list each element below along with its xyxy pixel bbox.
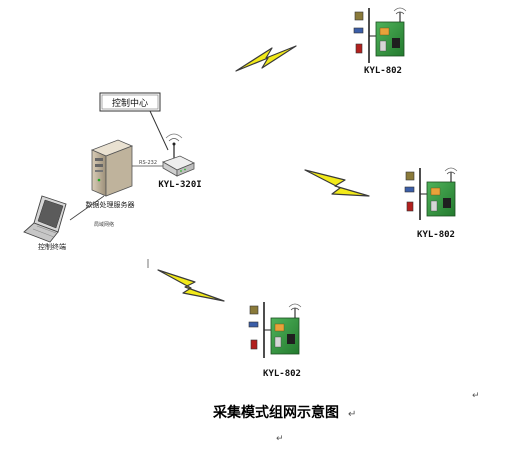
return-mark-bottom: ↵ — [276, 434, 284, 444]
node-label-top: KYL-802 — [364, 66, 402, 76]
control-center-callout: 控制中心 — [99, 92, 169, 151]
collector-node-bottom — [248, 302, 302, 358]
server-label: 数据处理服务器 — [86, 200, 135, 209]
terminal-label: 控制终端 — [38, 242, 66, 251]
network-link-line — [69, 195, 105, 221]
wireless-link-lightning-bottom — [157, 269, 225, 302]
return-mark-right: ↵ — [472, 391, 480, 401]
gateway-router-icon — [162, 133, 195, 177]
control-center-label: 控制中心 — [112, 97, 148, 109]
node-label-right: KYL-802 — [417, 230, 455, 240]
wireless-link-lightning-right — [304, 169, 370, 197]
serial-link-label: RS-232 — [139, 160, 157, 166]
diagram-caption: 采集模式组网示意图 — [212, 404, 339, 421]
gateway-label: KYL-320I — [158, 180, 201, 190]
laptop-icon — [23, 195, 67, 243]
server-icon — [90, 139, 134, 197]
caption-return-mark: ↵ — [348, 409, 356, 420]
node-label-bottom: KYL-802 — [263, 369, 301, 379]
wireless-link-lightning-top — [235, 45, 297, 72]
collector-node-top — [353, 7, 407, 63]
collector-node-right — [404, 167, 458, 220]
network-link-label: 局域网络 — [94, 221, 114, 228]
